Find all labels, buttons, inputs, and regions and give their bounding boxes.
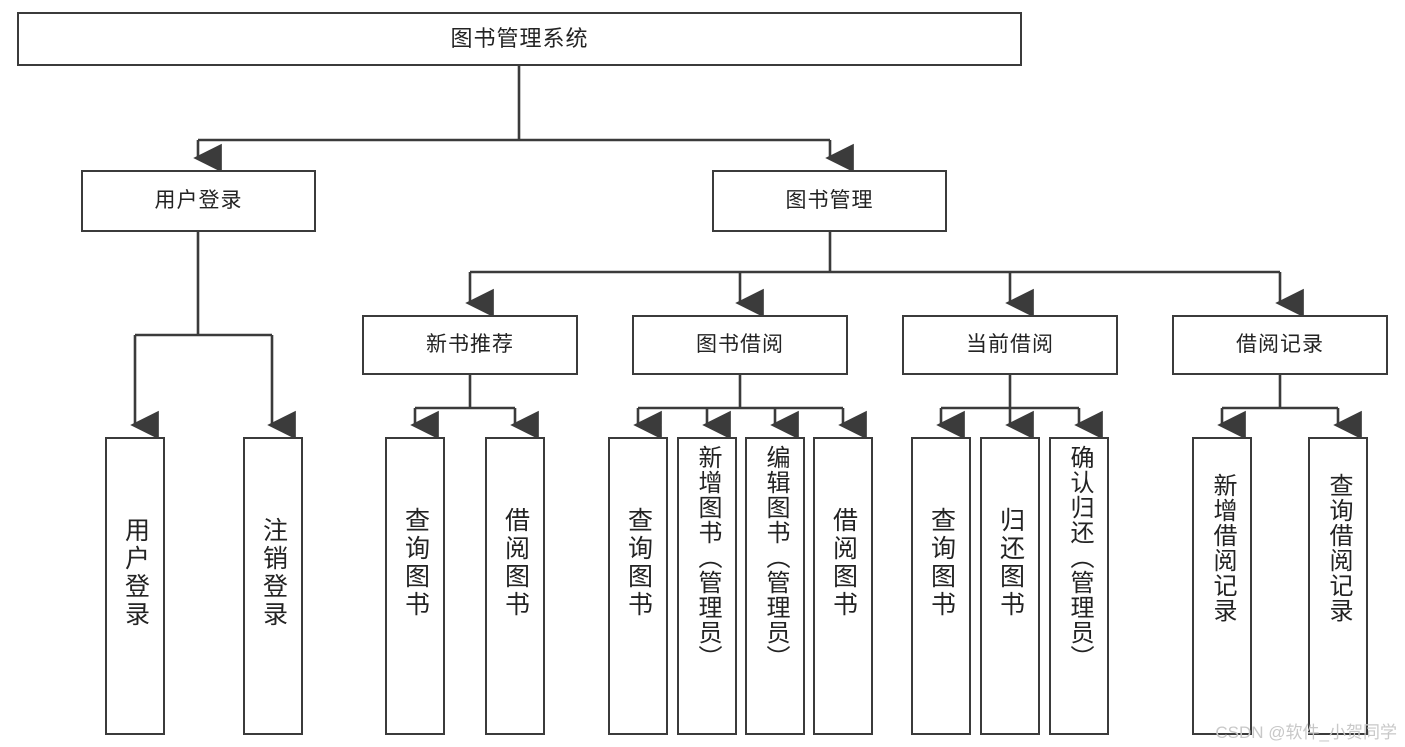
leaf-query-books-current[interactable]: 查询图书 — [911, 437, 971, 735]
leaf-add-borrow-record[interactable]: 新增借阅记录 — [1192, 437, 1252, 735]
node-label: 图书管理 — [785, 188, 874, 212]
csdn-watermark: CSDN @软件_小贺同学 — [1215, 723, 1397, 742]
node-current-borrowing[interactable]: 当前借阅 — [902, 315, 1118, 375]
node-label: 查询图书 — [401, 507, 430, 619]
node-label: 当前借阅 — [966, 332, 1054, 356]
node-book-management[interactable]: 图书管理 — [712, 170, 947, 232]
leaf-logout[interactable]: 注销登录 — [243, 437, 303, 735]
leaf-query-borrow-record[interactable]: 查询借阅记录 — [1308, 437, 1368, 735]
node-book-borrowing[interactable]: 图书借阅 — [632, 315, 848, 375]
leaf-query-books-borrow[interactable]: 查询图书 — [608, 437, 668, 735]
node-label: 图书借阅 — [696, 332, 784, 356]
node-label: 查询图书 — [624, 507, 653, 619]
node-label: 确认归还（管理员） — [1066, 445, 1093, 670]
node-label: 借阅图书 — [829, 507, 858, 619]
leaf-add-book-admin[interactable]: 新增图书（管理员） — [677, 437, 737, 735]
leaf-borrow-books-newbook[interactable]: 借阅图书 — [485, 437, 545, 735]
node-label: 借阅记录 — [1236, 332, 1324, 356]
leaf-query-books-newbook[interactable]: 查询图书 — [385, 437, 445, 735]
node-new-book-recommendation[interactable]: 新书推荐 — [362, 315, 578, 375]
leaf-edit-book-admin[interactable]: 编辑图书（管理员） — [745, 437, 805, 735]
leaf-confirm-return-admin[interactable]: 确认归还（管理员） — [1049, 437, 1109, 735]
node-root-book-management-system[interactable]: 图书管理系统 — [17, 12, 1022, 66]
node-label: 用户登录 — [154, 188, 243, 212]
node-user-login[interactable]: 用户登录 — [81, 170, 316, 232]
node-label: 图书管理系统 — [450, 26, 589, 52]
node-label: 编辑图书（管理员） — [762, 445, 789, 670]
node-label: 新增借阅记录 — [1209, 473, 1236, 623]
node-label: 借阅图书 — [501, 507, 530, 619]
node-label: 注销登录 — [259, 517, 288, 629]
node-label: 新书推荐 — [426, 332, 514, 356]
leaf-borrow-books-borrow[interactable]: 借阅图书 — [813, 437, 873, 735]
leaf-return-books[interactable]: 归还图书 — [980, 437, 1040, 735]
node-label: 归还图书 — [996, 507, 1025, 619]
node-label: 新增图书（管理员） — [694, 445, 721, 670]
node-label: 用户登录 — [121, 517, 150, 629]
node-borrowing-record[interactable]: 借阅记录 — [1172, 315, 1388, 375]
node-label: 查询借阅记录 — [1325, 473, 1352, 623]
node-label: 查询图书 — [927, 507, 956, 619]
leaf-user-login[interactable]: 用户登录 — [105, 437, 165, 735]
